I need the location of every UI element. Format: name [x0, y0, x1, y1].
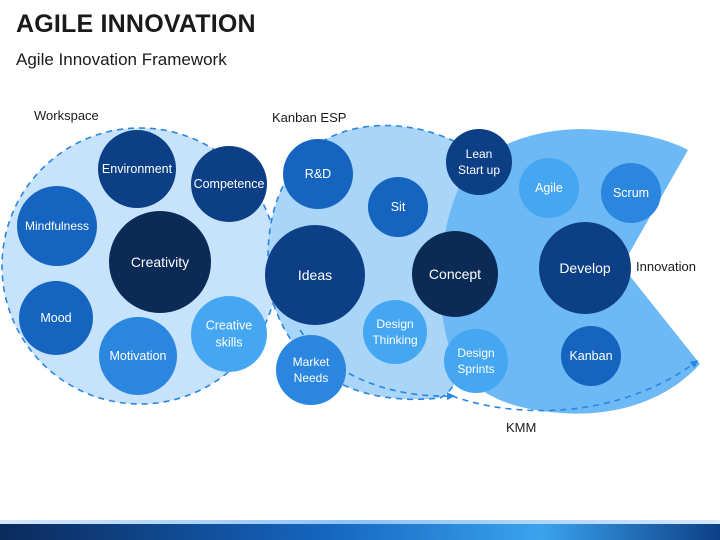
scrum-circle [601, 163, 661, 223]
creativity-label: Creativity [131, 254, 189, 270]
ideas-label: Ideas [298, 267, 332, 283]
creative-skills-circle [191, 296, 267, 372]
innovation-label: Innovation [636, 259, 696, 274]
node-competence: Competence [191, 146, 267, 222]
competence-label: Competence [194, 177, 265, 191]
motivation-label: Motivation [110, 349, 167, 363]
node-concept: Concept [412, 231, 498, 317]
kmm-arrow [451, 360, 699, 412]
design-thinking-label: Design [376, 317, 413, 331]
node-agile: Agile [519, 158, 579, 218]
mood-label: Mood [40, 311, 71, 325]
agile-circle [519, 158, 579, 218]
node-mindfulness: Mindfulness [17, 186, 97, 266]
kanban-circle [561, 326, 621, 386]
design-sprints-label: Sprints [457, 362, 494, 376]
market-needs-label: Market [293, 355, 330, 369]
kanban-esp-arrow [299, 329, 455, 401]
lean-startup-label: Start up [458, 163, 500, 177]
market-needs-label: Needs [294, 371, 329, 385]
sit-label: Sit [391, 200, 406, 214]
node-mood: Mood [19, 281, 93, 355]
lean-startup-label: Lean [466, 147, 493, 161]
node-rnd: R&D [283, 139, 353, 209]
environment-circle [98, 130, 176, 208]
develop-circle [539, 222, 631, 314]
kanban-esp-label: Kanban ESP [272, 110, 346, 125]
competence-circle [191, 146, 267, 222]
page-subtitle: Agile Innovation Framework [16, 50, 227, 69]
rnd-circle [283, 139, 353, 209]
kmm-label: KMM [506, 420, 536, 435]
sit-circle [368, 177, 428, 237]
motivation-circle [99, 317, 177, 395]
node-scrum: Scrum [601, 163, 661, 223]
agile-label: Agile [535, 181, 563, 195]
node-motivation: Motivation [99, 317, 177, 395]
concept-circle [412, 231, 498, 317]
ideas-circle [265, 225, 365, 325]
environment-label: Environment [102, 162, 173, 176]
node-ideas: Ideas [265, 225, 365, 325]
scrum-label: Scrum [613, 186, 649, 200]
node-environment: Environment [98, 130, 176, 208]
market-needs-circle [276, 335, 346, 405]
design-thinking-label: Thinking [372, 333, 417, 347]
page-title: AGILE INNOVATION [16, 10, 256, 38]
node-creative-skills: Creative skills [191, 296, 267, 372]
node-sit: Sit [368, 177, 428, 237]
kanban-label: Kanban [569, 349, 612, 363]
design-sprints-label: Design [457, 346, 494, 360]
concept-nodes: EnvironmentCompetenceMindfulnessCreativi… [17, 129, 661, 405]
mindfulness-circle [17, 186, 97, 266]
creative-skills-label: skills [215, 335, 242, 349]
mindfulness-label: Mindfulness [25, 219, 89, 233]
concept-label: Concept [429, 266, 481, 282]
lean-startup-circle [446, 129, 512, 195]
footer-band [0, 520, 720, 540]
node-creativity: Creativity [109, 211, 211, 313]
node-kanban: Kanban [561, 326, 621, 386]
rnd-label: R&D [305, 167, 331, 181]
workspace-label: Workspace [34, 108, 99, 123]
mood-circle [19, 281, 93, 355]
creativity-circle [109, 211, 211, 313]
develop-label: Develop [559, 260, 611, 276]
node-develop: Develop [539, 222, 631, 314]
design-sprints-circle [444, 329, 508, 393]
creative-skills-label: Creative [206, 319, 253, 333]
design-thinking-circle [363, 300, 427, 364]
